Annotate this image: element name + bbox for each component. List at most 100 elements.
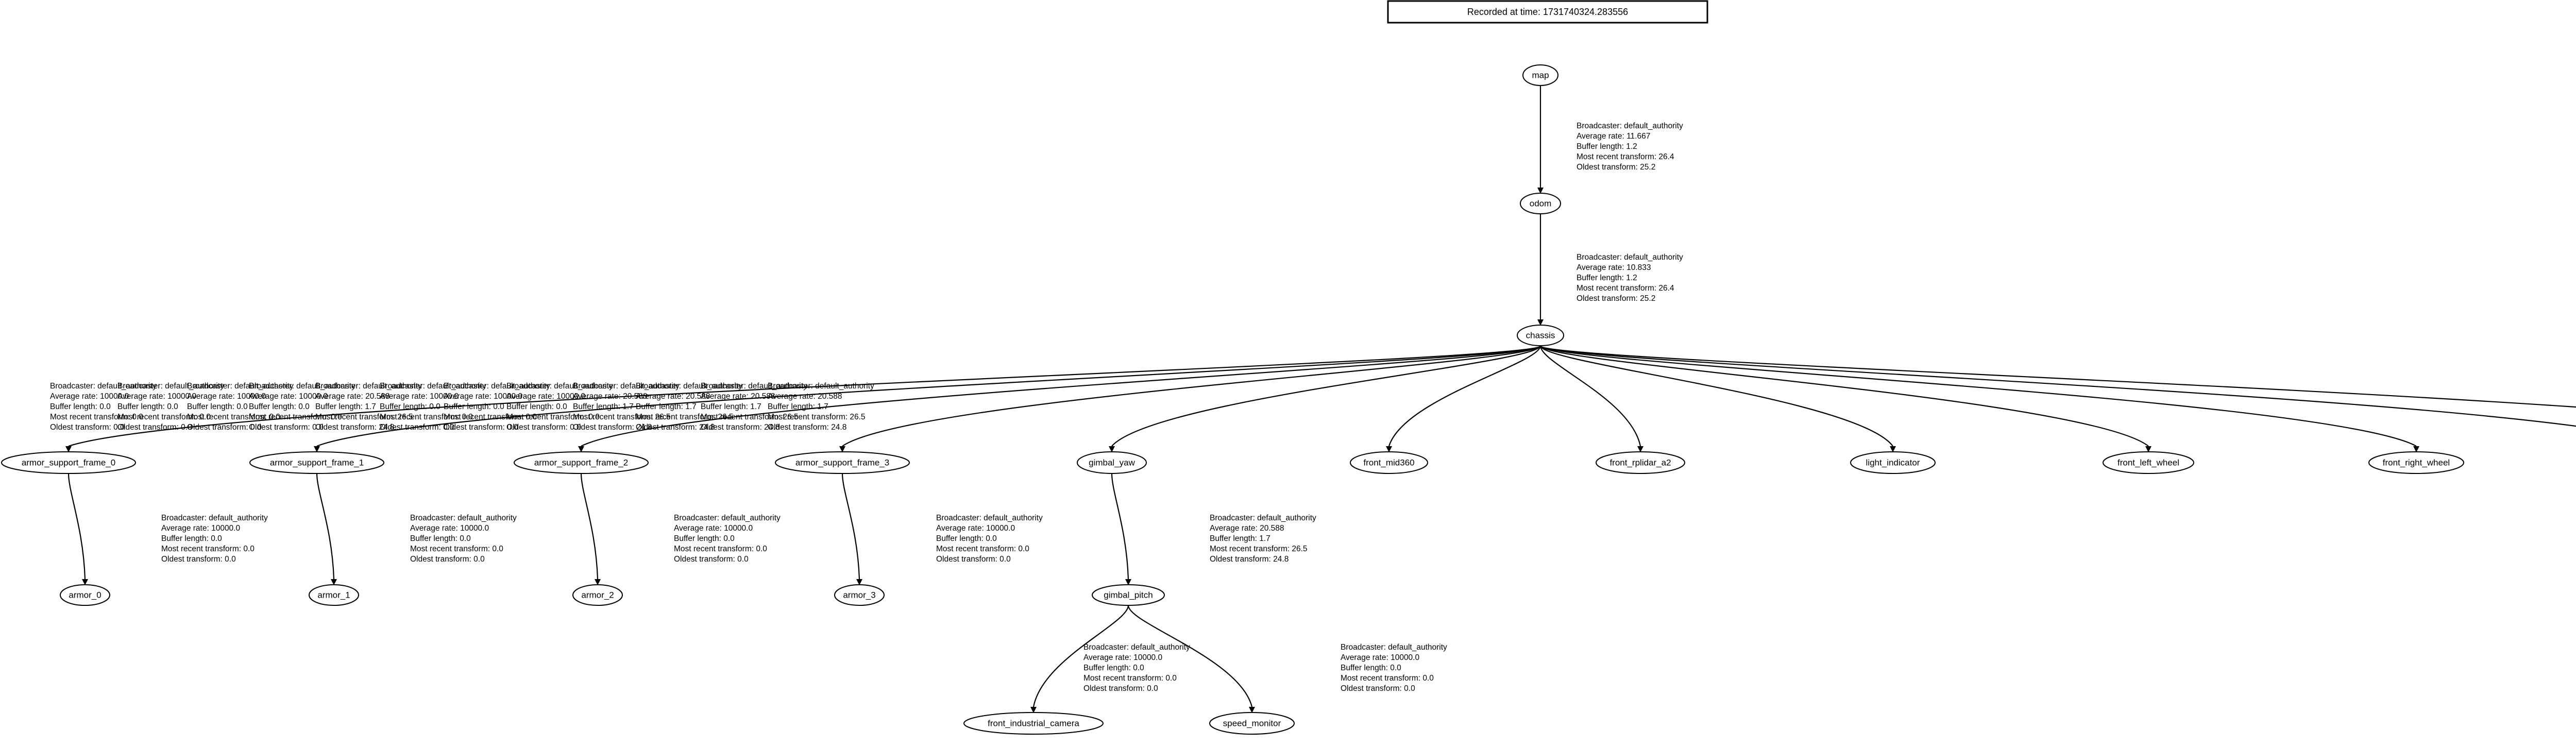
edge-label-recent: Most recent transform: 26.5 xyxy=(573,413,671,421)
edge-label-oldest: Oldest transform: 24.8 xyxy=(768,423,846,432)
edge-label-recent: Most recent transform: 0.0 xyxy=(161,545,255,553)
edge-label-broadcaster: Broadcaster: default_authority xyxy=(117,382,224,391)
edge-label-oldest: Oldest transform: 25.2 xyxy=(1577,294,1655,303)
edge-label-recent: Most recent transform: 26.5 xyxy=(1210,545,1308,553)
tf-node-front_left_wheel[interactable]: front_left_wheel xyxy=(2103,451,2194,474)
tf-node-armor_3[interactable]: armor_3 xyxy=(834,584,885,606)
edge-label-rate: Average rate: 20.588 xyxy=(636,392,710,401)
tf-node-odom[interactable]: odom xyxy=(1520,193,1561,214)
tf-node-armor_support_frame_1[interactable]: armor_support_frame_1 xyxy=(249,451,384,474)
edge-label-oldest: Oldest transform: 0.0 xyxy=(444,423,518,432)
edge-armor_support_frame_2-armor_2 xyxy=(580,473,599,580)
tf-node-label: odom xyxy=(1530,198,1552,208)
edge-label-oldest: Oldest transform: 0.0 xyxy=(50,423,125,432)
edge-chassis-armor_support_frame_2 xyxy=(581,345,1541,447)
tf-node-shape xyxy=(309,584,359,606)
tf-node-label: light_indicator xyxy=(1866,457,1920,467)
tf-node-light_indicator[interactable]: light_indicator xyxy=(1850,451,1936,474)
edge-label-rate: Average rate: 20.588 xyxy=(573,392,648,401)
tf-node-label: front_left_wheel xyxy=(2117,457,2179,467)
edge-label-buffer: Buffer length: 1.7 xyxy=(1210,534,1270,543)
edge-label-broadcaster: Broadcaster: default_authority xyxy=(249,382,355,391)
edge-armor_support_frame_1-armor_1 xyxy=(316,473,335,580)
edge-gimbal_pitch-speed_monitor xyxy=(1127,605,1253,707)
edge-chassis-armor_support_frame_3 xyxy=(842,345,1541,447)
edge-arrowhead-icon xyxy=(1249,707,1255,713)
edges-layer xyxy=(65,86,2576,713)
tf-node-armor_2[interactable]: armor_2 xyxy=(572,584,623,606)
edge-label-buffer: Buffer length: 0.0 xyxy=(187,402,248,411)
edge-label-broadcaster: Broadcaster: default_authority xyxy=(506,382,613,391)
edge-label-rate: Average rate: 10000.0 xyxy=(187,392,266,401)
edge-arrowhead-icon xyxy=(1109,446,1115,452)
edge-chassis-front_right_wheel xyxy=(1539,345,2417,447)
tf-node-shape xyxy=(1522,64,1558,86)
edge-chassis-rear_right_wheel xyxy=(1539,345,2576,408)
edge-label-buffer: Buffer length: 0.0 xyxy=(380,402,440,411)
edge-label-oldest: Oldest transform: 0.0 xyxy=(506,423,581,432)
tf-node-armor_0[interactable]: armor_0 xyxy=(60,584,110,606)
tf-node-shape xyxy=(1596,451,1685,474)
tf-node-label: armor_support_frame_0 xyxy=(22,457,115,467)
tf-node-gimbal_yaw[interactable]: gimbal_yaw xyxy=(1077,451,1147,474)
tf-node-label: armor_support_frame_3 xyxy=(795,457,889,467)
edge-label-buffer: Buffer length: 1.7 xyxy=(315,402,376,411)
tf-node-gimbal_pitch[interactable]: gimbal_pitch xyxy=(1092,584,1165,606)
tf-node-front_right_wheel[interactable]: front_right_wheel xyxy=(2368,451,2464,474)
tf-node-front_mid360[interactable]: front_mid360 xyxy=(1350,451,1428,474)
edge-label-rate: Average rate: 10000.0 xyxy=(380,392,459,401)
edge-label-recent: Most recent transform: 26.4 xyxy=(1577,284,1674,293)
edge-label-oldest: Oldest transform: 0.0 xyxy=(187,423,262,432)
tf-node-label: armor_2 xyxy=(581,590,614,600)
edge-label-recent: Most recent transform: 0.0 xyxy=(410,545,503,553)
edge-label-oldest: Oldest transform: 0.0 xyxy=(161,555,236,564)
edge-label-buffer: Buffer length: 0.0 xyxy=(410,534,471,543)
edge-label-broadcaster: Broadcaster: default_authority xyxy=(161,514,268,522)
tf-node-armor_1[interactable]: armor_1 xyxy=(309,584,359,606)
edge-arrowhead-icon xyxy=(2145,446,2151,452)
tf-node-shape xyxy=(834,584,885,606)
edge-label-oldest: Oldest transform: 24.8 xyxy=(701,423,779,432)
edge-label-broadcaster: Broadcaster: default_authority xyxy=(1210,514,1316,522)
edge-label-recent: Most recent transform: 0.0 xyxy=(117,413,211,421)
edge-arrowhead-icon xyxy=(1125,579,1131,585)
edge-label-rate: Average rate: 10000.0 xyxy=(674,524,753,533)
tf-node-armor_support_frame_3[interactable]: armor_support_frame_3 xyxy=(775,451,910,474)
edge-label-broadcaster: Broadcaster: default_authority xyxy=(573,382,680,391)
tf-node-front_industrial_camera[interactable]: front_industrial_camera xyxy=(963,712,1104,735)
tf-node-front_rplidar_a2[interactable]: front_rplidar_a2 xyxy=(1596,451,1685,474)
tf-node-label: front_mid360 xyxy=(1363,457,1414,467)
edge-label-rate: Average rate: 11.667 xyxy=(1577,132,1650,141)
edge-label-oldest: Oldest transform: 0.0 xyxy=(936,555,1011,564)
tf-node-chassis[interactable]: chassis xyxy=(1517,325,1564,346)
edge-label-buffer: Buffer length: 1.7 xyxy=(636,402,697,411)
tf-node-label: front_rplidar_a2 xyxy=(1609,457,1671,467)
tf-node-shape xyxy=(2103,451,2194,474)
edge-label-recent: Most recent transform: 26.4 xyxy=(1577,152,1674,161)
tf-node-label: armor_0 xyxy=(69,590,101,600)
recorded-time-box: Recorded at time: 1731740324.283556 xyxy=(1387,0,1708,24)
tf-node-speed_monitor[interactable]: speed_monitor xyxy=(1209,712,1295,735)
edge-label-recent: Most recent transform: 0.0 xyxy=(936,545,1029,553)
tf-node-shape xyxy=(1350,451,1428,474)
tf-node-map[interactable]: map xyxy=(1522,64,1558,86)
tf-node-armor_support_frame_0[interactable]: armor_support_frame_0 xyxy=(1,451,136,474)
tf-node-armor_support_frame_2[interactable]: armor_support_frame_2 xyxy=(514,451,649,474)
edge-label-buffer: Buffer length: 1.2 xyxy=(1577,142,1637,151)
edge-chassis-front_left_wheel xyxy=(1539,345,2149,447)
edge-label-rate: Average rate: 10.833 xyxy=(1577,263,1651,272)
edge-chassis-front_mid360 xyxy=(1388,345,1541,447)
edge-arrowhead-icon xyxy=(856,579,862,585)
edge-label-rate: Average rate: 20.588 xyxy=(701,392,775,401)
edge-label-oldest: Oldest transform: 24.8 xyxy=(636,423,715,432)
